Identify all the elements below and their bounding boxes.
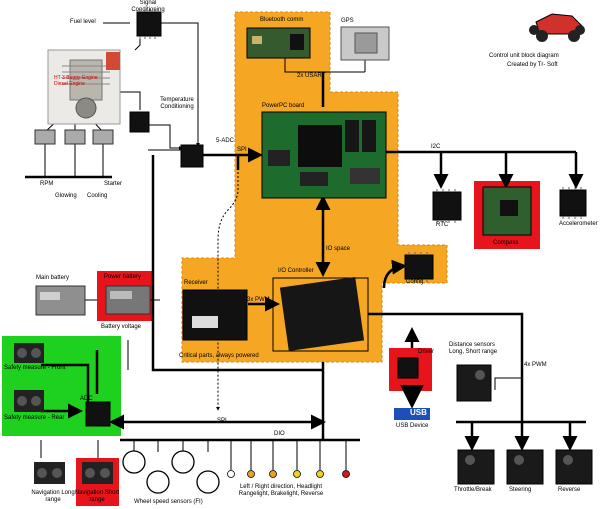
safety-front-label: Safety measure - Front xyxy=(4,365,66,371)
reverse-label: Reverse xyxy=(558,487,581,493)
io-controller-label: I/O Controller xyxy=(278,268,314,274)
adc-chip xyxy=(85,401,111,427)
main-battery-label: Main battery xyxy=(36,275,70,281)
pwm-bus xyxy=(368,312,524,422)
accelerometer-label: Accelerometer xyxy=(559,221,598,227)
car-illustration xyxy=(529,13,585,42)
rtc-label: RTC xyxy=(436,222,449,228)
dio-drops xyxy=(133,440,347,470)
safety-rear-sensor xyxy=(14,390,44,412)
driver-chip xyxy=(397,357,419,379)
distance-sensors-label: Distance sensors Long, Short range xyxy=(449,342,498,355)
io-space-label: IO space xyxy=(326,246,351,252)
steering-label: Steering xyxy=(509,487,532,493)
compass-label: Compass xyxy=(493,240,519,246)
lights-label: Left / Right direction, Headlight Rangel… xyxy=(238,484,324,497)
pwm3-label: 3x PWM xyxy=(247,297,270,303)
nav-long-sensor xyxy=(34,462,65,484)
engine-sensor-chips xyxy=(34,129,114,145)
spi-top-label: SPI xyxy=(237,147,247,153)
nav-short-label: Navigation Short range xyxy=(74,490,120,503)
gps-label: GPS xyxy=(341,18,354,24)
usb-logo-box xyxy=(394,408,430,420)
wheel-speed-label: Wheel speed sensors (FI) xyxy=(134,499,203,505)
light-indicators xyxy=(227,470,350,478)
usart-label: 2x USART xyxy=(297,73,326,79)
temperature-chip xyxy=(129,111,150,133)
io-controller-chip xyxy=(279,277,365,351)
signal-conditioning-label: Signal Conditioning xyxy=(131,0,165,13)
engine-overlay-label: HT-3 Buggy-Engine Diesel Engine xyxy=(54,75,98,87)
signal-conditioning-chip xyxy=(136,11,162,37)
engine-illustration xyxy=(47,49,121,125)
throttle-servo xyxy=(457,449,495,485)
distance-sensor xyxy=(456,364,492,402)
io-controller-box xyxy=(272,277,369,352)
usb-device-label: USB Device xyxy=(396,423,429,429)
nav-long-label: Navigation Long range xyxy=(31,490,75,503)
accelerometer-chip xyxy=(559,189,587,217)
cooling-label: Cooling xyxy=(87,193,108,199)
starter-label: Starter xyxy=(104,181,123,187)
receiver-label: Receiver xyxy=(184,280,208,286)
throttle-label: Throttle/Break xyxy=(454,487,492,493)
wheel-speed-sensors xyxy=(122,450,220,494)
dotted-link xyxy=(216,168,239,411)
ic-chips xyxy=(85,11,587,427)
diagram-author: Created by Tr- Soft xyxy=(507,62,558,68)
bluetooth-label: Bluetooth comm xyxy=(260,17,304,23)
adc-label: ADC xyxy=(80,396,93,402)
fuel-level-label: Fuel level xyxy=(70,19,96,25)
receiver-module xyxy=(182,289,248,341)
adc5-label: 5-ADC xyxy=(216,138,235,144)
main-vertical-bus xyxy=(151,155,323,372)
reverse-servo xyxy=(555,449,593,485)
safety-front-sensor xyxy=(14,343,44,363)
safety-rear-label: Safety measure - Rear xyxy=(4,415,65,421)
diagram-title: Control unit block diagram xyxy=(489,53,559,59)
glowing-label: Glowing xyxy=(55,193,77,199)
powerpc-label: PowerPC board xyxy=(262,103,305,109)
config-label: Config xyxy=(406,279,424,285)
config-chip xyxy=(404,254,434,280)
main-battery xyxy=(35,285,86,316)
nav-short-sensor xyxy=(82,462,113,484)
rpm-label: RPM xyxy=(40,181,54,187)
critical-label: Critical parts, always powered xyxy=(179,353,259,359)
pwm4-label: 4x PWM xyxy=(524,362,547,368)
driver-label: Driver xyxy=(418,349,434,355)
power-battery-label: Power battery xyxy=(104,274,142,280)
usb-logo-text: USB xyxy=(410,408,427,417)
power-battery xyxy=(105,285,151,315)
servos xyxy=(457,449,593,485)
dio-label: DIO xyxy=(274,431,285,437)
steering-servo xyxy=(506,449,544,485)
rtc-chip xyxy=(432,191,462,221)
spi-bottom-label: SPI xyxy=(217,418,227,424)
temperature-conditioning-label: Temperature Conditioning xyxy=(160,97,194,110)
adc5-chip xyxy=(180,144,204,168)
i2c-label: I2C xyxy=(431,144,441,150)
battery-voltage-label: Battery voltage xyxy=(101,324,142,330)
